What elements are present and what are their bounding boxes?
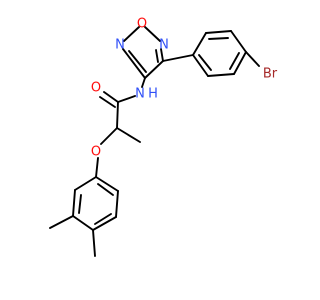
bond-n-top-c [160,48,164,62]
atom-h-amide-label: H [148,87,158,102]
bond-ring2-3-4 [72,215,94,231]
bond-ph-double-b [229,52,240,70]
bond-ph-double-a [208,37,229,40]
bond-c-o-carbonyl-double [99,96,116,108]
atom-br-label: Br [263,67,278,82]
bond-furazan-phenyl [162,54,194,62]
bond-ring2-double-a [78,194,82,214]
bond-ring2-methyl-4 [92,229,96,257]
atom-n-furazan-top: N [159,38,169,53]
molecule-canvas: O N N Br O N H O [49,16,278,257]
atom-n-amide-label: N [135,87,145,102]
atom-o-carbonyl-label: O [91,81,101,96]
bond-ring2-double-c [97,183,114,196]
atom-o-furazan: O [137,17,147,32]
bond-c-n-amide [141,77,146,88]
bond-c-o-carbonyl [103,91,119,103]
bond-ring2-4-5 [92,216,117,231]
bond-c-c-furazan [144,60,164,79]
bond-ring2-6-1 [95,176,119,192]
bond-ring2-double-b [94,213,112,225]
bond-ph-6-1 [192,54,209,77]
atom-n-amide: N H [135,87,158,102]
bond-ring2-2-3 [72,189,76,217]
bond-o-n-top [144,26,161,42]
bond-ph-4-5 [233,51,247,75]
bond-ring2-1-2 [74,176,97,191]
bond-ring2-5-6 [115,190,119,218]
bond-n-left-c-double [128,50,147,73]
bond-ring2-methyl-3 [49,215,74,229]
atom-br: Br [263,67,278,82]
bond-n-top-c-double [155,49,159,63]
bond-ph-5-6 [207,73,235,77]
bond-carbonyl-chiral [116,101,119,129]
atom-o-carbonyl: O [91,81,101,96]
atom-n-furazan-top-label: N [159,38,169,53]
bond-chiral-o [100,127,118,145]
atom-o-furazan-label: O [137,17,147,32]
bond-o-ring [95,157,99,178]
bond-o-n-left [123,26,140,42]
bond-n-c-carbonyl [117,95,136,103]
molecule-structure: O N N Br O N H O [49,17,278,257]
atom-n-furazan-left: N [115,38,125,53]
atom-n-furazan-left-label: N [115,38,125,53]
atom-o-ether: O [91,145,101,160]
bond-chiral-methyl [116,127,141,143]
bond-n-left-c [122,48,146,79]
atom-o-ether-label: O [91,145,101,160]
bond-ph-2-3 [205,30,232,34]
bond-ph-br [245,51,260,67]
bond-ph-double-c [198,54,212,71]
bond-ph-3-4 [230,30,247,53]
bond-ph-1-2 [192,32,207,56]
